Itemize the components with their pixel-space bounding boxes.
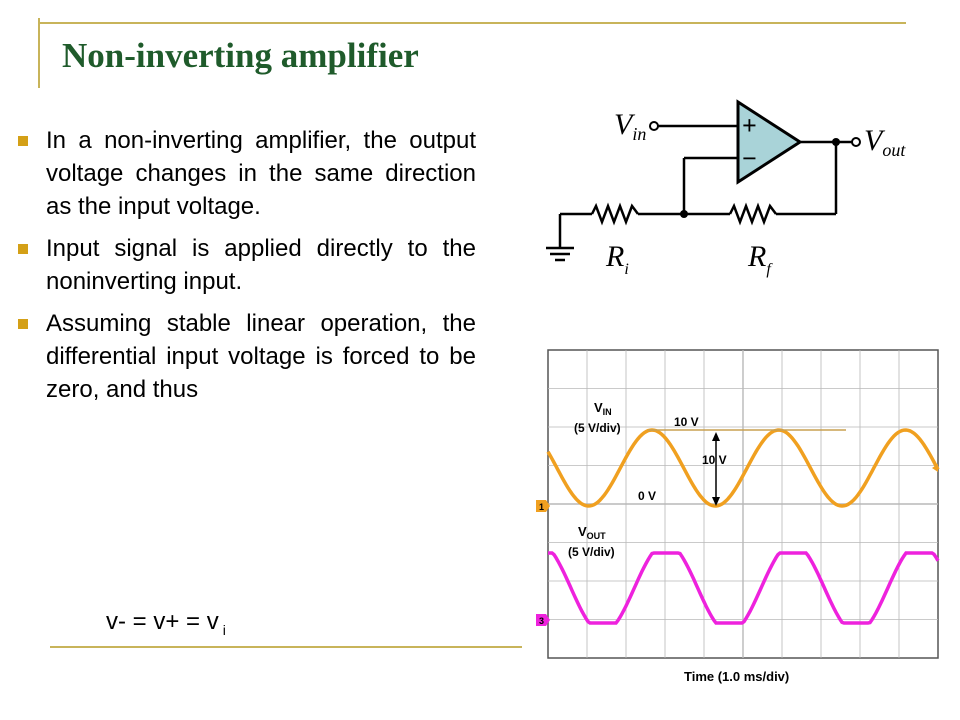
ch1-marker-icon [536, 500, 550, 512]
vout-label: Vout [864, 124, 906, 160]
opamp-icon [736, 99, 803, 185]
rf-sub: f [766, 261, 773, 278]
vin-sub: in [632, 124, 646, 144]
resistor-rf [728, 202, 777, 226]
vout-channel-sub: OUT [587, 531, 607, 541]
ri-sub: i [624, 261, 628, 278]
arrow-head-up [712, 432, 720, 441]
vout-channel-main: V [578, 524, 587, 539]
oscilloscope-plot: VIN (5 V/div) 10 V 10 V 0 V VOUT (5 V/di… [536, 349, 940, 684]
terminal-vout [851, 137, 861, 147]
vin-channel-sub: IN [603, 407, 612, 417]
bullet-text: Input signal is applied directly to the … [46, 235, 476, 295]
opamp-plus: + [742, 111, 757, 140]
bullet-text: In a non-inverting amplifier, the output… [46, 127, 476, 220]
accent-line-bottom [50, 646, 522, 648]
accent-line-vertical [38, 18, 40, 88]
bullet-item: Assuming stable linear operation, the di… [14, 307, 476, 406]
bullet-marker [18, 136, 28, 146]
vout-scale-label: (5 V/div) [568, 545, 615, 559]
rf-main: R [747, 240, 766, 273]
bullet-marker [18, 244, 28, 254]
vout-sub: out [882, 140, 906, 160]
junction-dot [680, 210, 688, 218]
bullet-item: In a non-inverting amplifier, the output… [14, 124, 476, 223]
equation-subscript: i [222, 622, 226, 638]
vin-label: Vin [614, 108, 646, 144]
terminal-vin [649, 121, 659, 131]
rf-label: Rf [747, 240, 773, 278]
zero-label: 0 V [638, 489, 656, 503]
ri-main: R [605, 240, 624, 273]
bullet-item: Input signal is applied directly to the … [14, 232, 476, 298]
junction-dot [832, 138, 840, 146]
equation-main: v- = v+ = v [106, 608, 219, 635]
opamp-minus: − [742, 144, 757, 173]
ri-label: Ri [605, 240, 629, 278]
ch3-marker-label: 3 [539, 616, 544, 626]
circuit-diagram: + − Vin Vout Ri Rf [546, 99, 906, 278]
vin-channel-label: VIN [594, 400, 612, 417]
vin-channel-main: V [594, 400, 603, 415]
vout-waveform [548, 551, 940, 625]
scope-waves [546, 428, 940, 625]
trigger-marker-icon [932, 464, 938, 472]
peak-label: 10 V [674, 415, 699, 429]
slide-title: Non-inverting amplifier [62, 36, 419, 75]
bullet-marker [18, 319, 28, 329]
ch3-marker-icon [536, 614, 550, 626]
vout-main: V [864, 124, 886, 157]
ch1-marker-label: 1 [539, 502, 544, 512]
bullet-list: In a non-inverting amplifier, the output… [14, 124, 476, 415]
time-axis-label: Time (1.0 ms/div) [684, 669, 789, 684]
vin-waveform [546, 428, 940, 508]
bullet-text: Assuming stable linear operation, the di… [46, 310, 476, 403]
arrow-head-down [712, 497, 720, 506]
amplitude-label: 10 V [702, 453, 727, 467]
vin-scale-label: (5 V/div) [574, 421, 621, 435]
vout-channel-label: VOUT [578, 524, 606, 541]
accent-line-top [38, 22, 906, 24]
vin-main: V [614, 108, 636, 141]
resistor-ri [590, 202, 639, 226]
